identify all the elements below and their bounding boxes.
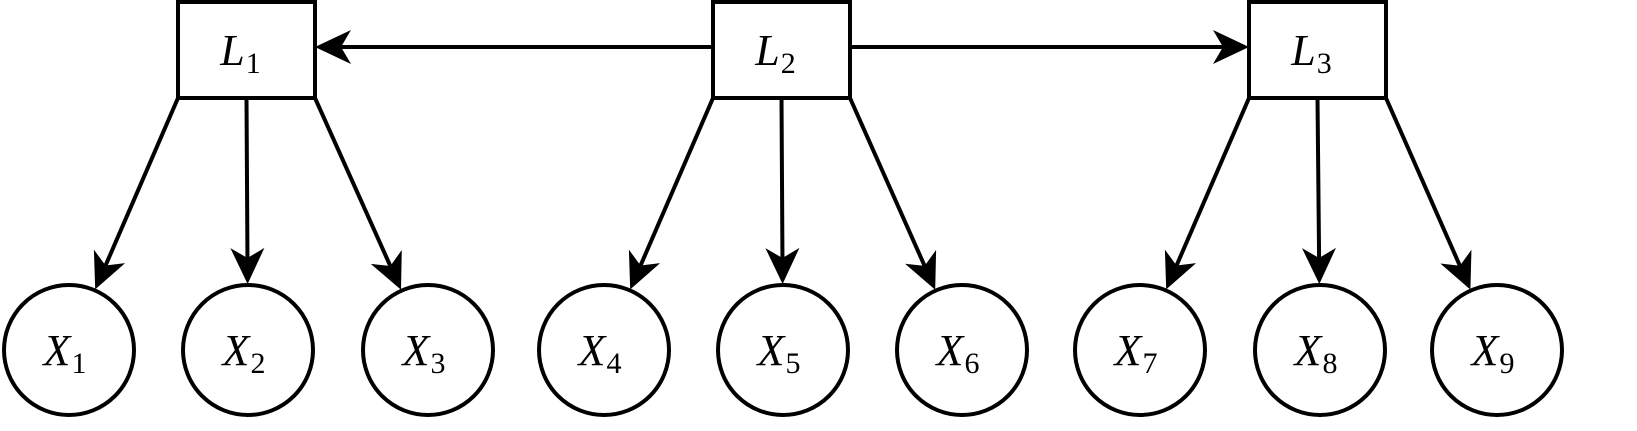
latent-node-label: L3 — [1290, 26, 1331, 80]
observed-node-label: X6 — [935, 326, 980, 380]
observed-node-circle — [895, 283, 1029, 417]
arrowhead — [1301, 247, 1336, 285]
observed-node-x3: X3 — [361, 283, 495, 417]
latent-node-label: L2 — [754, 26, 795, 80]
observed-node-x2: X2 — [181, 283, 315, 417]
edge-l3-to-x8 — [1301, 97, 1336, 285]
observed-node-x9: X9 — [1430, 283, 1564, 417]
edge-l2-to-l1 — [315, 30, 713, 64]
arrowhead — [1213, 30, 1249, 64]
observed-node-circle — [716, 283, 850, 417]
edges-layer — [93, 30, 1472, 290]
observed-node-circle — [2, 283, 136, 417]
observed-node-x4: X4 — [537, 283, 671, 417]
latent-node-label: L1 — [219, 26, 260, 80]
arrowhead — [93, 249, 126, 290]
edge-l3-to-x7 — [1164, 97, 1251, 290]
observed-node-circle — [181, 283, 315, 417]
observed-node-label: X3 — [401, 326, 446, 380]
observed-node-circle — [361, 283, 495, 417]
observed-node-circle — [1253, 283, 1387, 417]
observed-node-circle — [1430, 283, 1564, 417]
observed-node-label: X9 — [1470, 326, 1515, 380]
observed-node-label: X1 — [42, 326, 87, 380]
observed-node-label: X5 — [756, 326, 801, 380]
observed-node-x6: X6 — [895, 283, 1029, 417]
observed-node-label: X7 — [1113, 326, 1158, 380]
observed-node-label: X4 — [577, 326, 622, 380]
latent-node-l3: L3 — [1247, 0, 1388, 100]
observed-node-x1: X1 — [2, 283, 136, 417]
edge-l1-to-x2 — [230, 97, 265, 285]
edge-l1-to-x3 — [313, 97, 402, 290]
arrowhead — [1440, 249, 1472, 290]
latent-node-box — [1247, 0, 1388, 100]
arrowhead — [1164, 249, 1197, 290]
edge-l1-to-x1 — [93, 97, 180, 290]
observed-node-label: X2 — [221, 326, 266, 380]
observed-node-x8: X8 — [1253, 283, 1387, 417]
edge-l2-to-x4 — [628, 97, 715, 290]
edge-l2-to-x6 — [848, 97, 937, 290]
observed-node-circle — [537, 283, 671, 417]
observed-node-x5: X5 — [716, 283, 850, 417]
observed-node-x7: X7 — [1073, 283, 1207, 417]
latent-node-l1: L1 — [176, 0, 317, 100]
latent-node-box — [176, 0, 317, 100]
observed-node-label: X8 — [1293, 326, 1338, 380]
latent-node-box — [711, 0, 852, 100]
arrowhead — [628, 249, 661, 290]
observed-node-circle — [1073, 283, 1207, 417]
arrowhead — [230, 247, 265, 285]
edge-l3-to-x9 — [1384, 97, 1472, 290]
edge-l2-to-l3 — [850, 30, 1249, 64]
arrowhead — [315, 30, 351, 64]
arrowhead — [905, 249, 937, 290]
arrowhead — [765, 247, 800, 285]
arrowhead — [370, 249, 402, 290]
latent-node-l2: L2 — [711, 0, 852, 100]
edge-l2-to-x5 — [765, 97, 800, 285]
